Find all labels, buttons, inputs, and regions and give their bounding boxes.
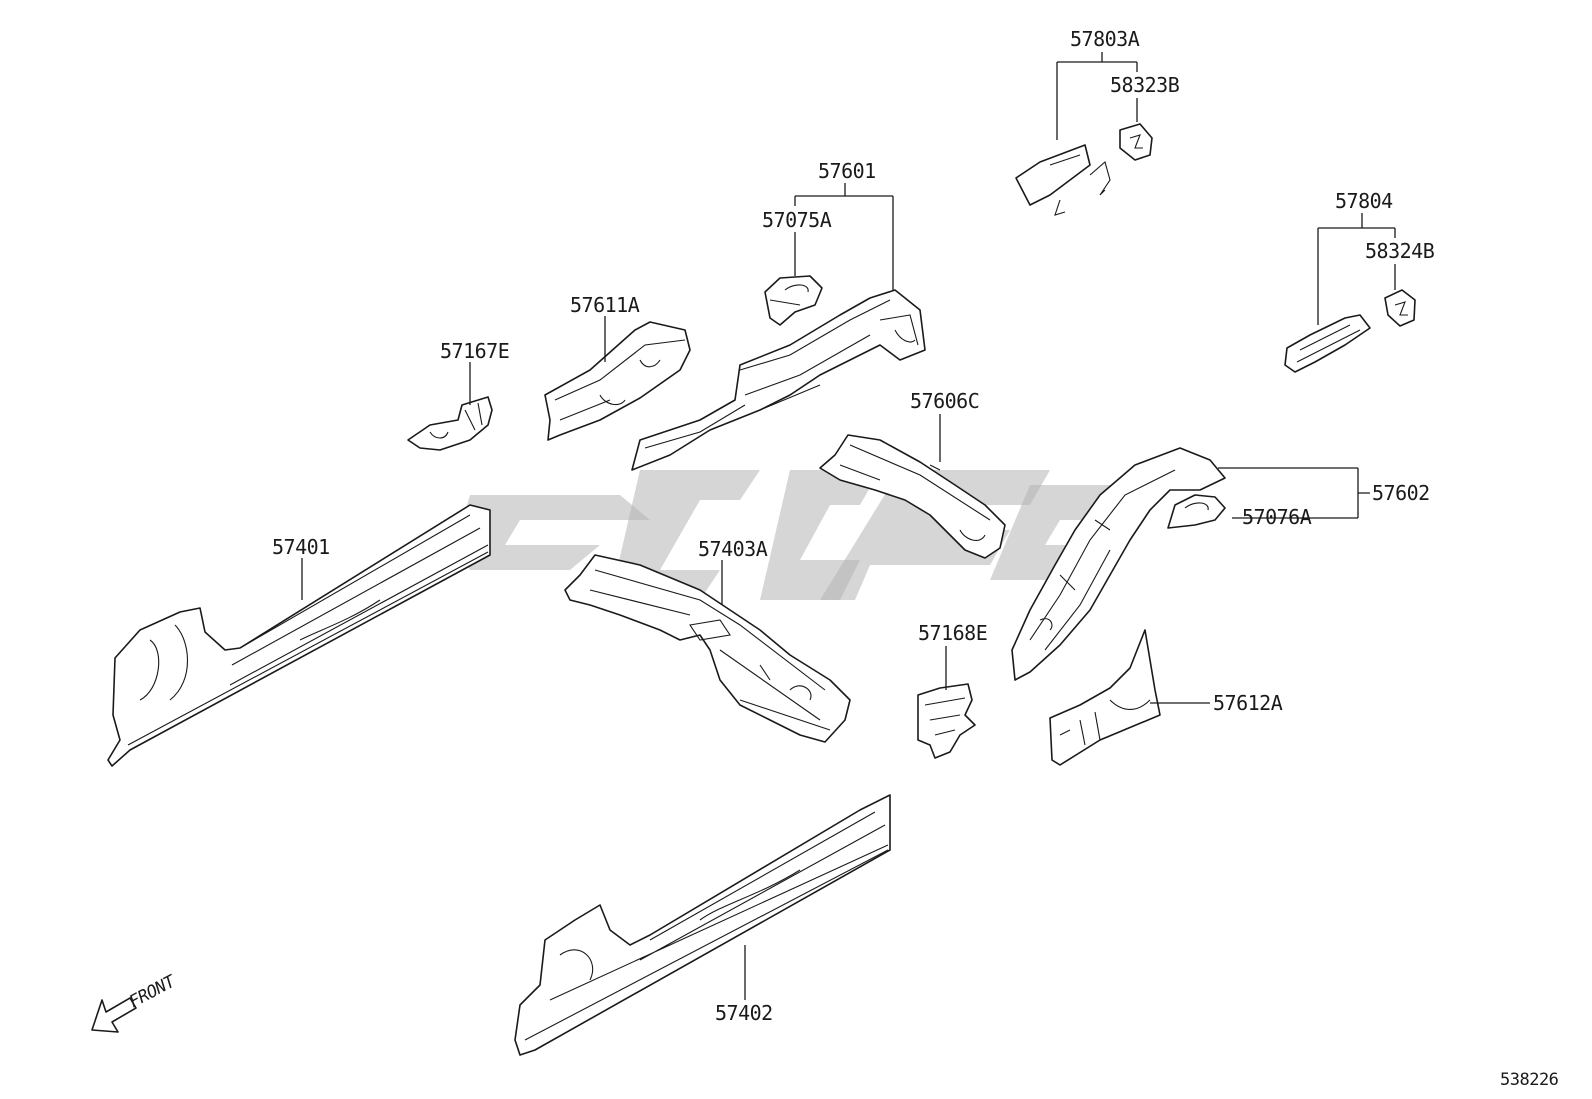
part-57602-shape[interactable] bbox=[1011, 447, 1226, 681]
label-58323B[interactable]: 58323B bbox=[1110, 73, 1180, 97]
part-57804-shape[interactable] bbox=[1284, 314, 1371, 373]
part-58324B-shape[interactable] bbox=[1384, 289, 1416, 327]
part-57402-shape[interactable] bbox=[514, 794, 891, 1056]
label-57611A[interactable]: 57611A bbox=[570, 293, 640, 317]
leader-lines bbox=[301, 52, 1396, 1000]
part-57601-shape[interactable] bbox=[631, 289, 926, 471]
label-58324B[interactable]: 58324B bbox=[1365, 239, 1435, 263]
label-57601[interactable]: 57601 bbox=[818, 159, 876, 183]
front-indicator: FRONT bbox=[91, 971, 180, 1033]
part-57168E-shape[interactable] bbox=[917, 683, 976, 759]
watermark-logo bbox=[455, 470, 1110, 600]
part-57403A-shape[interactable] bbox=[564, 554, 851, 743]
part-57401-shape[interactable] bbox=[107, 504, 491, 767]
label-57402[interactable]: 57402 bbox=[715, 1001, 773, 1025]
label-57168E[interactable]: 57168E bbox=[918, 621, 988, 645]
label-57606C[interactable]: 57606C bbox=[910, 389, 980, 413]
part-57606C-shape[interactable] bbox=[819, 434, 1006, 559]
label-57403A[interactable]: 57403A bbox=[698, 537, 768, 561]
label-57401[interactable]: 57401 bbox=[272, 535, 330, 559]
front-label: FRONT bbox=[126, 971, 180, 1013]
part-57803A-shape[interactable] bbox=[1015, 144, 1111, 216]
part-57167E-shape[interactable] bbox=[407, 396, 493, 451]
label-57804[interactable]: 57804 bbox=[1335, 189, 1394, 213]
callout-labels: 57803A 58323B 57601 57075A 57804 58324B … bbox=[272, 27, 1435, 1025]
label-57602[interactable]: 57602 bbox=[1372, 481, 1430, 505]
part-58323B-shape[interactable] bbox=[1119, 123, 1153, 161]
label-57803A[interactable]: 57803A bbox=[1070, 27, 1140, 51]
label-57076A[interactable]: 57076A bbox=[1242, 505, 1312, 529]
front-arrow-icon bbox=[91, 997, 137, 1033]
label-57167E[interactable]: 57167E bbox=[440, 339, 510, 363]
part-57076A-shape[interactable] bbox=[1167, 494, 1226, 529]
label-57612A[interactable]: 57612A bbox=[1213, 691, 1283, 715]
part-57612A-shape[interactable] bbox=[1049, 629, 1161, 766]
label-57075A[interactable]: 57075A bbox=[762, 208, 832, 232]
part-57611A-shape[interactable] bbox=[544, 321, 691, 441]
drawing-number: 538226 bbox=[1500, 1070, 1559, 1090]
part-57075A-shape[interactable] bbox=[764, 275, 823, 326]
